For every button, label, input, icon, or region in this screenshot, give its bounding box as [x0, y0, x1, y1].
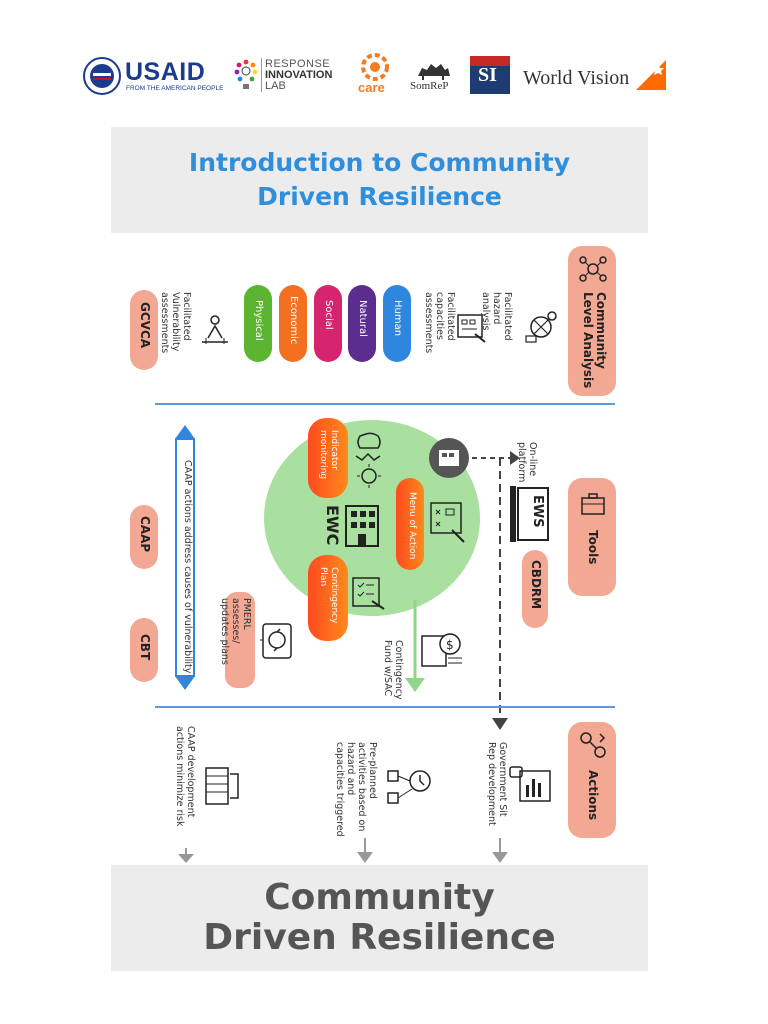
capital-pill-human — [383, 285, 411, 362]
actions-pill — [568, 722, 616, 838]
ril-divider — [261, 58, 262, 92]
bottom-line1: Community — [264, 877, 495, 918]
ril-bulb-icon — [234, 59, 258, 89]
ril-line2: INNOVATION — [265, 69, 333, 81]
green-down-arrow — [405, 600, 425, 692]
somrep-camel-icon — [418, 64, 450, 80]
capital-pill-natural — [348, 285, 376, 362]
vulnerability-text: Facilitated Vulnerability assessments — [159, 292, 192, 354]
gcvca-pill — [130, 290, 158, 370]
pmerl-cycle-icon — [260, 623, 292, 659]
divider-bottom — [155, 706, 615, 708]
contingency-fund-icon: $ — [421, 633, 462, 667]
ews-label: EWS — [530, 495, 545, 528]
actions-label: Actions — [586, 770, 600, 821]
cbt-pill — [130, 618, 158, 682]
caap-double-arrow — [175, 425, 195, 690]
pmerl-text: PMERL assesses/ updates plans — [219, 598, 252, 665]
title-line1: Introduction to Community — [188, 148, 571, 177]
ril-line1: RESPONSE — [265, 58, 331, 70]
worldvision-star-icon — [636, 60, 666, 90]
community-people-icon — [202, 315, 228, 344]
cbdrm-pill — [522, 550, 548, 628]
divider-top — [155, 403, 615, 405]
ews-laptop-icon — [510, 486, 549, 542]
development-bridge-icon — [205, 767, 239, 805]
care-logo: care — [358, 80, 385, 95]
government-text: Government Sit Rep development — [486, 742, 508, 826]
contingency-plan-text: Contingency Plan — [318, 567, 339, 624]
actions-icon — [580, 732, 606, 758]
cbt-label: CBT — [138, 634, 152, 661]
ewc-label: EWC — [323, 505, 342, 546]
capital-natural: Natural — [357, 300, 368, 337]
down-arrow-left — [178, 848, 194, 863]
capital-social: Social — [323, 300, 334, 330]
usaid-seal-icon — [83, 57, 121, 95]
bottom-box: Community Driven Resilience — [111, 865, 648, 971]
care-hands-icon — [361, 53, 389, 81]
caap-pill — [130, 505, 158, 569]
community-analysis-pill — [568, 246, 616, 396]
indicator-pill — [308, 418, 348, 498]
cbdrm-label: CBDRM — [529, 560, 543, 610]
down-arrow-middle — [357, 838, 373, 863]
development-text: CAAP development actions minimize risk — [174, 726, 196, 827]
usaid-logo: USAID — [125, 58, 206, 86]
sitrep-report-icon — [509, 766, 551, 802]
ewc-building-icon — [345, 505, 379, 547]
ril-line3: LAB — [265, 80, 286, 92]
capital-physical: Physical — [253, 300, 264, 341]
weather-icon — [355, 432, 381, 488]
capital-pill-economic — [279, 285, 307, 362]
indicator-text: Indicator monitoring — [318, 430, 339, 480]
preplanned-flow-icon — [387, 770, 431, 804]
contingency-fund-text: Contingency Fund w/SAC — [382, 640, 404, 700]
svg-text:$: $ — [446, 638, 454, 652]
capital-pill-social — [314, 285, 342, 362]
preplanned-text: Pre-planned activities based on hazard a… — [334, 742, 378, 837]
caap-arrow-text: CAAP actions address causes of vulnerabi… — [182, 460, 193, 674]
menu-action-icon — [430, 502, 465, 543]
menu-pill — [396, 478, 424, 570]
bottom-line2: Driven Resilience — [203, 917, 556, 958]
down-arrow-right — [492, 838, 508, 863]
hazard-analysis-icon — [525, 311, 557, 343]
menu-text: Menu of Action — [407, 492, 417, 560]
capital-human: Human — [392, 300, 403, 337]
capital-pill-physical — [244, 285, 272, 362]
si-logo-box: SI — [470, 56, 510, 94]
title-line2: Driven Resilience — [257, 182, 502, 211]
somrep-logo: SomReP — [410, 80, 449, 92]
capacities-text: Facilitated capacities assessments — [423, 292, 456, 354]
online-platform-icon — [429, 438, 469, 478]
capacities-assessment-icon — [457, 314, 486, 343]
community-analysis-label: Community Level Analysis — [581, 292, 608, 389]
usaid-tagline: FROM THE AMERICAN PEOPLE — [126, 85, 224, 92]
gcvca-label: GCVCA — [138, 302, 152, 349]
si-logo: SI — [478, 64, 497, 86]
tools-label: Tools — [586, 530, 600, 565]
caap-label: CAAP — [138, 516, 152, 553]
si-logo-stripe — [470, 56, 510, 66]
toolbox-icon — [581, 493, 605, 515]
pmerl-pill — [225, 592, 255, 688]
network-icon — [579, 256, 607, 282]
platform-connector-lines — [472, 451, 520, 730]
contingency-plan-pill — [308, 555, 348, 641]
title-box: Introduction to Community Driven Resilie… — [111, 127, 648, 233]
worldvision-logo: World Vision — [523, 67, 630, 89]
contingency-plan-icon — [352, 577, 385, 610]
capital-economic: Economic — [288, 296, 299, 345]
